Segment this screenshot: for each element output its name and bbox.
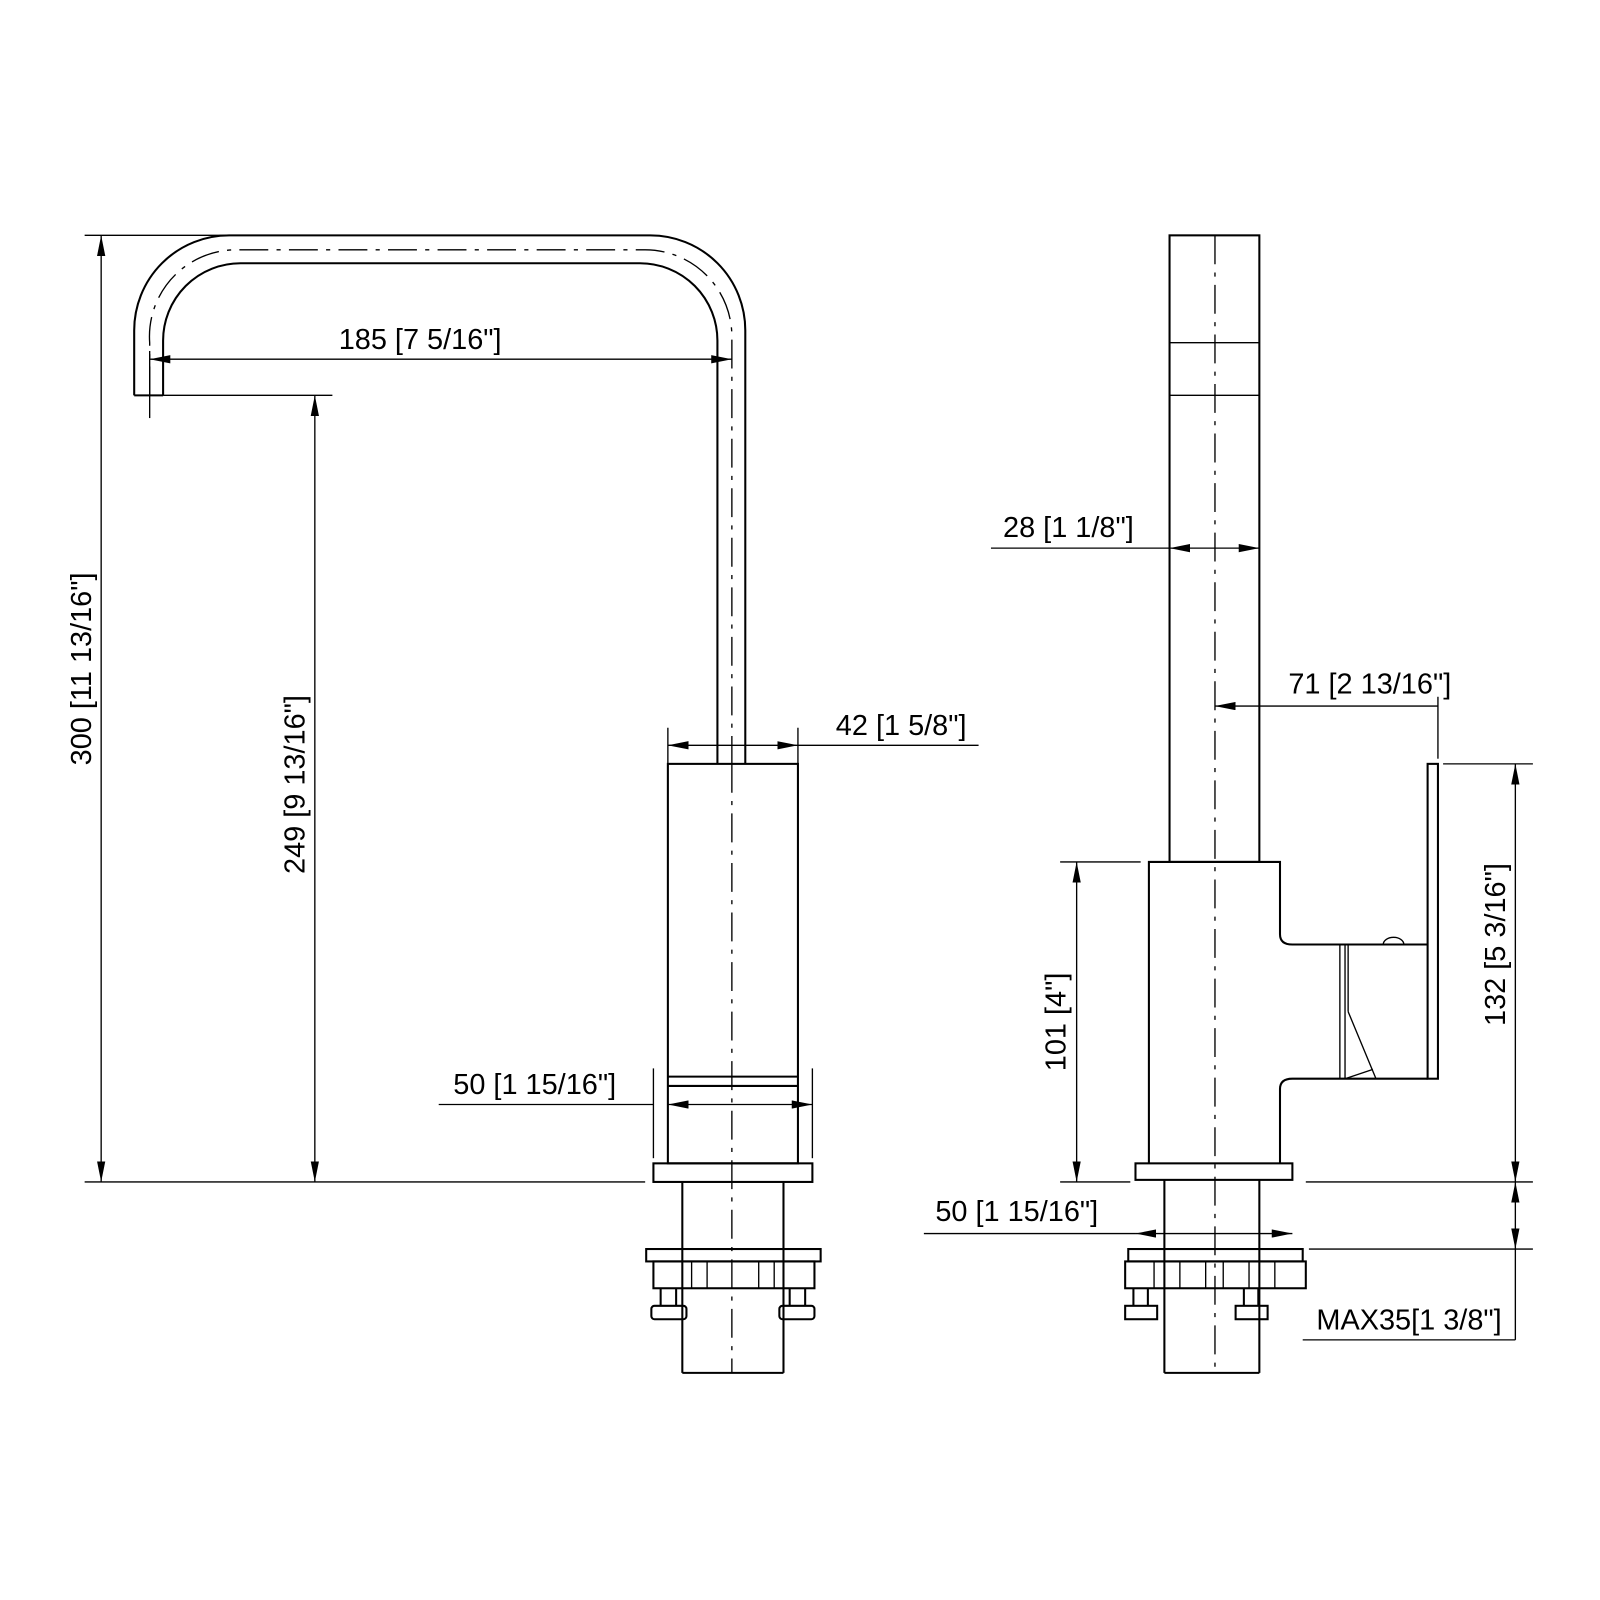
front-view: 300 [11 13/16"] 249 [9 13/16"] 185 [7 5/… xyxy=(66,234,979,1374)
front-dimensions: 300 [11 13/16"] 249 [9 13/16"] 185 [7 5/… xyxy=(66,234,979,1183)
dim-body-height: 101 [4"] xyxy=(1040,973,1072,1072)
nut-icon xyxy=(1124,1288,1159,1321)
side-view: 28 [1 1/8"] 71 [2 13/16"] 132 [5 3/16"] … xyxy=(923,234,1533,1374)
dim-max-counter-thickness: MAX35[1 3/8"] xyxy=(1316,1305,1501,1337)
body-with-handle xyxy=(1124,235,1439,1374)
nut-icon xyxy=(778,1288,816,1321)
dim-base-width: 50 [1 15/16"] xyxy=(453,1069,616,1101)
dim-spout-reach: 185 [7 5/16"] xyxy=(339,324,502,356)
dim-spout-height: 249 [9 13/16"] xyxy=(280,695,312,874)
dim-side-base-width: 50 [1 15/16"] xyxy=(935,1196,1098,1228)
side-dimensions: 28 [1 1/8"] 71 [2 13/16"] 132 [5 3/16"] … xyxy=(923,512,1533,1341)
dim-total-height: 300 [11 13/16"] xyxy=(66,572,98,765)
spout xyxy=(133,234,747,764)
dim-handle-offset: 71 [2 13/16"] xyxy=(1288,669,1451,701)
dim-handle-height: 132 [5 3/16"] xyxy=(1480,863,1512,1026)
body xyxy=(645,762,822,1374)
dim-body-width: 42 [1 5/8"] xyxy=(836,710,967,742)
handle xyxy=(1339,762,1439,1080)
nut-icon xyxy=(650,1288,688,1321)
nut-icon xyxy=(1234,1288,1269,1321)
dim-tube-width: 28 [1 1/8"] xyxy=(1003,512,1134,544)
